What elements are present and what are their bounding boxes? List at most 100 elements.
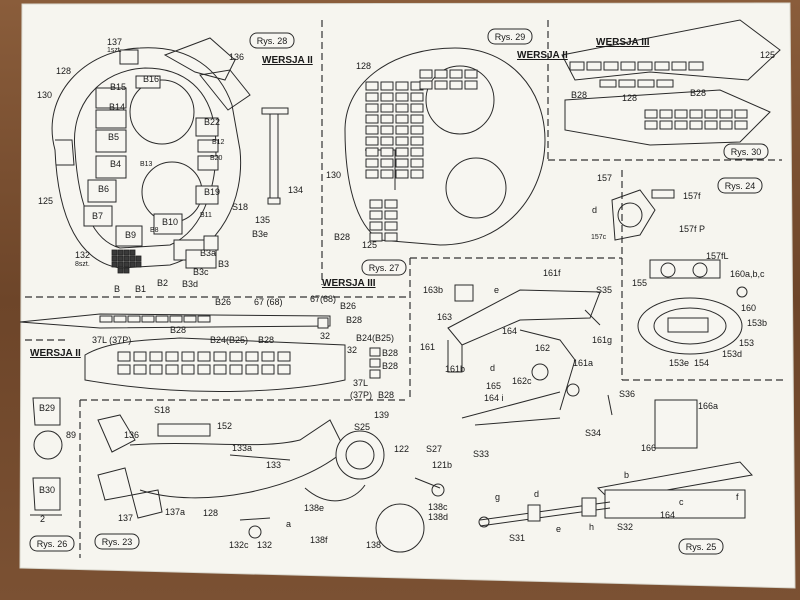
part-label: 155 [632, 278, 647, 288]
part-label: B15 [110, 82, 126, 92]
part-label: 157f P [679, 224, 705, 234]
rys28-turret-part [51, 37, 289, 274]
part-label: 163 [437, 312, 452, 322]
part-label: B28 [690, 88, 706, 98]
part-label: B28 [382, 361, 398, 371]
part-label: S18 [232, 202, 248, 212]
version-caption-w2a: WERSJA II [262, 55, 313, 66]
part-label: e [556, 524, 561, 534]
part-label: 32 [320, 331, 330, 341]
part-label: B6 [98, 184, 109, 194]
part-label: B3a [200, 248, 216, 258]
part-label: B24(B25) [356, 333, 394, 343]
part-label: B16 [143, 74, 159, 84]
part-label: 161b [445, 364, 465, 374]
plate-title-r26: Rys. 26 [29, 535, 75, 552]
part-label: B9 [125, 230, 136, 240]
part-label: 133a [232, 443, 252, 453]
part-label: g [495, 492, 500, 502]
part-label: e [494, 285, 499, 295]
part-label: 161f [543, 268, 561, 278]
part-label: 157f [683, 191, 701, 201]
part-label: 125 [760, 50, 775, 60]
part-label: 157 [597, 173, 612, 183]
part-label: 137a [165, 507, 185, 517]
part-label: 32 [347, 345, 357, 355]
part-label: B11 [200, 212, 212, 219]
part-label: 153d [722, 349, 742, 359]
part-label: 153 [739, 338, 754, 348]
rys27-plate-grid [99, 315, 381, 379]
part-label: S25 [354, 422, 370, 432]
part-label: 138d [428, 512, 448, 522]
part-label: B7 [92, 211, 103, 221]
part-label: 153b [747, 318, 767, 328]
part-label: B4 [110, 159, 121, 169]
part-label: 8szt. [75, 261, 90, 268]
part-label: 161a [573, 358, 593, 368]
part-label: 132 [257, 540, 272, 550]
part-label: 1szt. [107, 47, 122, 54]
part-label: f [736, 492, 739, 502]
part-label: d [592, 205, 597, 215]
central-gun-mount-mechanism [447, 284, 613, 426]
part-label: 163b [423, 285, 443, 295]
svg-text:Rys. 30: Rys. 30 [731, 147, 762, 157]
version-caption-w2c: WERSJA II [30, 348, 81, 359]
part-label: 37L (37P) [92, 335, 131, 345]
part-label: 67(68) [310, 294, 336, 304]
part-label: 134 [288, 185, 303, 195]
part-label: 162 [535, 343, 550, 353]
part-label: B26 [340, 301, 356, 311]
part-label: B28 [258, 335, 274, 345]
part-label: 138f [310, 535, 328, 545]
part-label: 130 [326, 170, 341, 180]
part-label: 128 [622, 93, 637, 103]
part-label: 154 [694, 358, 709, 368]
part-label: h [589, 522, 594, 532]
part-label: 164 i [484, 393, 504, 403]
part-label: 132c [229, 540, 249, 550]
part-label: 2 [40, 514, 45, 524]
part-label: 122 [394, 444, 409, 454]
part-label: 136 [124, 430, 139, 440]
part-label: B3c [193, 267, 209, 277]
part-label: 153e [669, 358, 689, 368]
part-label: 132 [75, 250, 90, 260]
part-label: B8 [150, 227, 159, 234]
part-label: 157fL [706, 251, 729, 261]
part-label: S36 [619, 389, 635, 399]
part-label: S34 [585, 428, 601, 438]
part-label: 128 [356, 61, 371, 71]
part-label: 130 [37, 90, 52, 100]
plate-title-r23: Rys. 23 [94, 533, 140, 550]
part-label: 136 [229, 52, 244, 62]
part-label: B12 [212, 139, 225, 146]
rys24-hatch-mechanism [611, 189, 748, 355]
rys23-turret-interior [97, 414, 445, 553]
part-label: 160 [741, 303, 756, 313]
section-dividers [25, 20, 785, 558]
part-label: 160a,b,c [730, 269, 765, 279]
part-label: B26 [215, 297, 231, 307]
plate-title-r27: Rys. 27 [361, 259, 407, 276]
part-label: B22 [204, 117, 220, 127]
part-label: B28 [170, 325, 186, 335]
part-label: 157c [591, 234, 607, 241]
part-label: 128 [56, 66, 71, 76]
plate-title-r30: Rys. 30 [723, 143, 769, 160]
part-label: 166a [698, 401, 718, 411]
part-label: B20 [210, 155, 223, 162]
part-label: B30 [39, 485, 55, 495]
plate-title-r24: Rys. 24 [717, 177, 763, 194]
part-label: B24(B25) [210, 335, 248, 345]
part-label: a [286, 519, 291, 529]
rys30-plate-grid [569, 61, 748, 130]
part-label: 137 [118, 513, 133, 523]
part-label: d [490, 363, 495, 373]
part-label: 137 [107, 37, 122, 47]
part-label: S18 [154, 405, 170, 415]
part-label: 37L [353, 378, 368, 388]
part-label: S31 [509, 533, 525, 543]
